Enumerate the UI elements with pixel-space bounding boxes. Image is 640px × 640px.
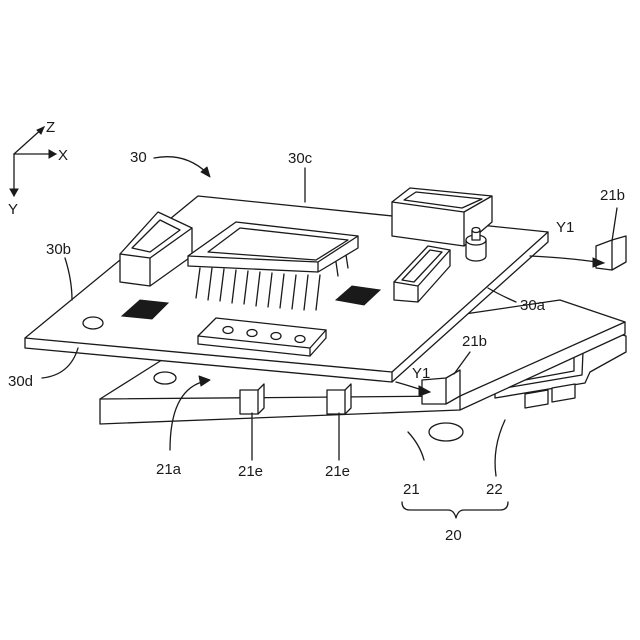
x-axis-arrowhead [49,150,56,158]
button-cap-top [472,228,480,233]
arrow-right-curve [530,256,596,262]
label-20: 20 [445,527,462,544]
pin-pad-2 [247,330,257,337]
label-30c: 30c [288,150,313,167]
label-30d: 30d [8,373,33,390]
y-axis-arrowhead [10,189,18,196]
claw-21b-right [596,236,626,270]
board-mount-hole [83,317,103,329]
label-21: 21 [403,481,420,498]
z-axis-label: Z [46,119,55,136]
pin-pad-3 [271,333,281,340]
label-30: 30 [130,149,147,166]
leader-21b-right [612,208,617,241]
y-axis-label: Y [8,201,18,218]
label-30b: 30b [46,241,71,258]
label-30a: 30a [520,297,546,314]
motion-arrow-right [530,256,604,267]
label-22: 22 [486,481,503,498]
label-21a: 21a [156,461,182,478]
label-y1-front: Y1 [412,365,430,382]
leader-22 [495,420,505,476]
label-21e-right: 21e [325,463,350,480]
x-axis-label: X [58,147,68,164]
label-y1-right: Y1 [556,219,574,236]
base-standoff-boss [429,423,463,441]
leader-21 [408,432,424,460]
leader-30b [65,258,72,300]
bracket-20 [402,502,508,518]
base-mount-hole [154,372,176,384]
label-21b-front: 21b [462,333,487,350]
label-21e-left: 21e [238,463,263,480]
leader-30 [154,157,207,173]
label-21b-right: 21b [600,187,625,204]
axis-indicator: Z X Y [8,119,68,218]
claw-right-body [596,236,626,270]
leader-30a [488,288,516,302]
pin-pad-4 [295,336,305,343]
pin-pad-1 [223,327,233,334]
